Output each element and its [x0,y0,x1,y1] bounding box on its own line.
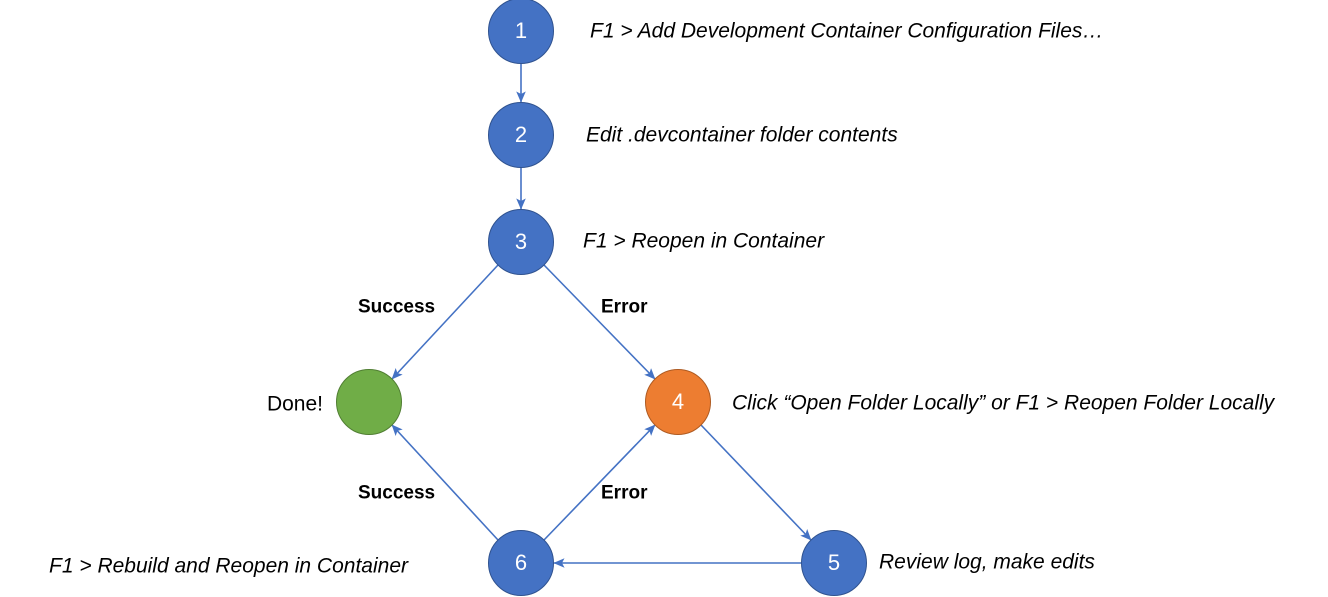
edge-n3-to-n4 [543,264,656,380]
step-label-4: Click “Open Folder Locally” or F1 > Reop… [732,391,1275,415]
branch-label-success-bottom: Success [358,482,436,504]
node-5[interactable]: 5 [801,530,867,596]
node-3-label: 3 [514,229,528,254]
node-6-label: 6 [514,550,528,575]
step-label-6: F1 > Rebuild and Reopen in Container [49,554,408,578]
step-label-5: Review log, make edits [879,550,1095,574]
branch-label-error-bottom: Error [601,482,648,504]
edge-group [391,64,812,568]
node-done[interactable] [336,369,402,435]
branch-label-error-top: Error [601,296,648,318]
node-4-label: 4 [671,389,685,414]
branch-label-success-top: Success [358,296,436,318]
node-5-label: 5 [827,550,841,575]
done-label: Done! [266,392,323,416]
node-6[interactable]: 6 [488,530,554,596]
node-2[interactable]: 2 [488,102,554,168]
step-label-3: F1 > Reopen in Container [583,229,825,253]
node-3[interactable]: 3 [488,209,554,275]
node-1-label: 1 [514,18,528,43]
edge-n4-to-n5 [700,424,812,541]
node-4[interactable]: 4 [645,369,711,435]
node-1[interactable]: 1 [488,0,554,64]
step-label-2: Edit .devcontainer folder contents [586,123,898,147]
edge-n3-to-done [391,264,499,380]
step-label-1: F1 > Add Development Container Configura… [590,19,1104,43]
edge-n6-to-done [391,424,499,541]
node-2-label: 2 [514,122,528,147]
edge-n6-to-n4 [543,424,656,541]
